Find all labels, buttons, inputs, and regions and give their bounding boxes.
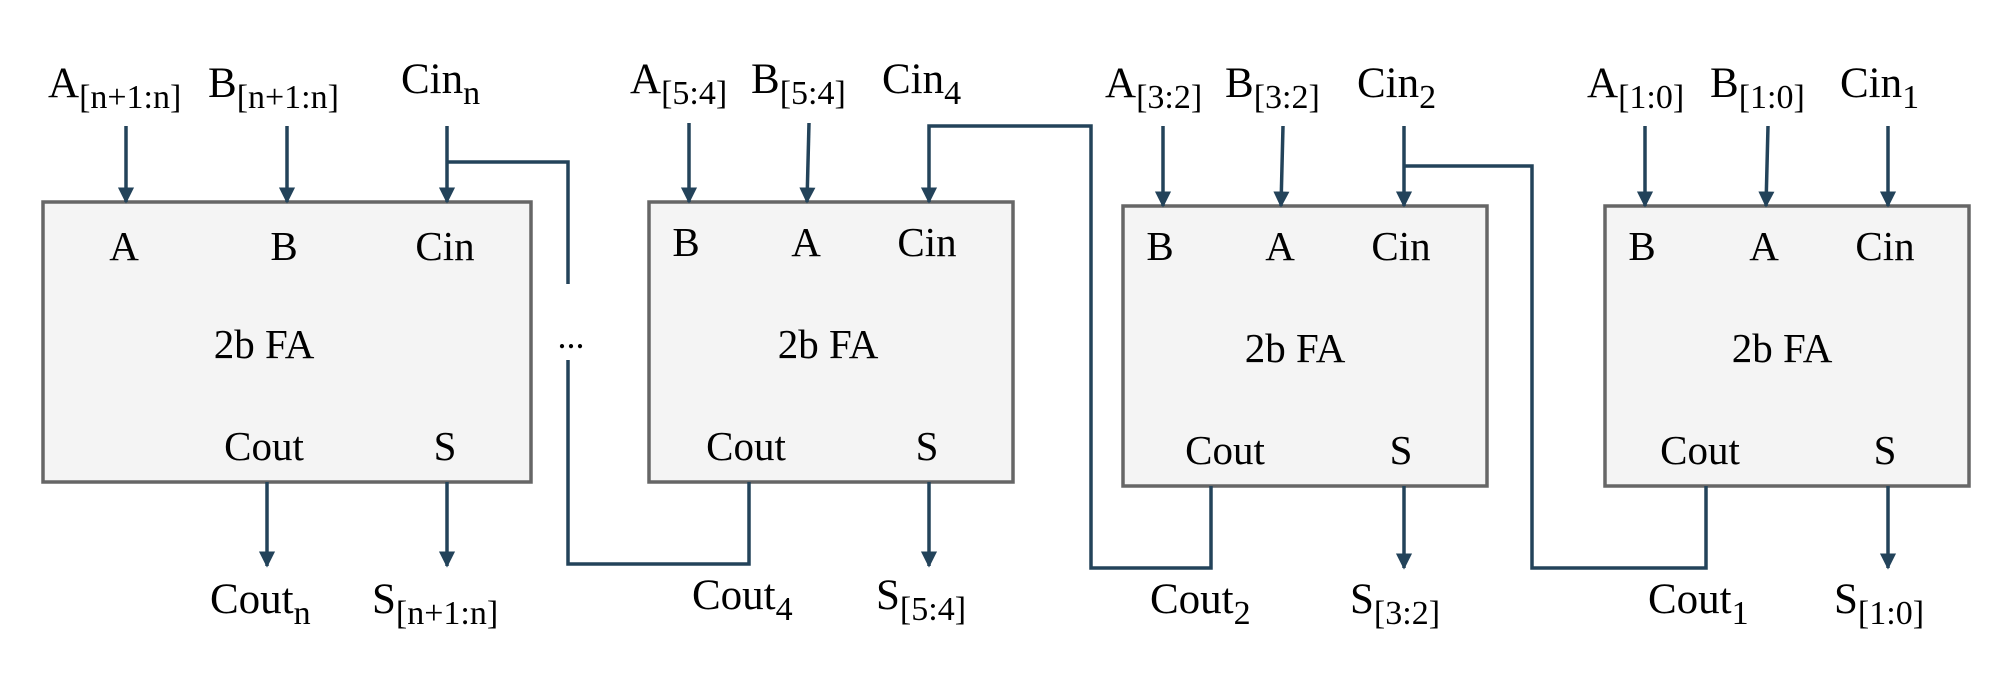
port-label-bottom-1-stage-1: Cout xyxy=(1660,427,1740,473)
port-label-bottom-2-stage-n: S xyxy=(433,423,457,469)
block-title-stage-2: 2b FA xyxy=(1244,325,1346,371)
input-label-b-stage-1: B[1:0] xyxy=(1710,60,1805,116)
carry-wire-cout4-to-cin-n xyxy=(447,160,570,284)
input-arrow-b-stage-1 xyxy=(1758,125,1775,208)
port-label-bottom-1-stage-2: Cout xyxy=(1185,427,1265,473)
port-label-top-2-stage-n: B xyxy=(270,223,298,269)
fa-block-stage-1 xyxy=(1603,204,1971,488)
output-label-cout-stage-n: Coutn xyxy=(210,576,311,632)
block-title-stage-1: 2b FA xyxy=(1731,325,1833,371)
port-label-bottom-1-stage-n: Cout xyxy=(224,423,304,469)
input-label-cin-stage-n: Cinn xyxy=(401,56,481,112)
input-label-b-stage-4: B[5:4] xyxy=(751,56,846,112)
port-label-bottom-2-stage-1: S xyxy=(1873,427,1897,473)
port-label-top-2-stage-1: A xyxy=(1749,223,1779,269)
output-label-s-stage-n: S[n+1:n] xyxy=(372,576,499,632)
output-label-cout-stage-2: Cout2 xyxy=(1150,576,1251,632)
input-arrow-b-stage-2 xyxy=(1273,125,1290,208)
port-label-bottom-2-stage-2: S xyxy=(1389,427,1413,473)
port-label-top-1-stage-1: B xyxy=(1628,223,1656,269)
input-label-cin-stage-2: Cin2 xyxy=(1357,60,1437,116)
port-label-top-2-stage-4: A xyxy=(791,219,821,265)
port-label-top-3-stage-n: Cin xyxy=(415,223,475,269)
output-label-s-stage-1: S[1:0] xyxy=(1834,576,1925,632)
port-label-top-1-stage-2: B xyxy=(1146,223,1174,269)
port-label-top-3-stage-1: Cin xyxy=(1855,223,1915,269)
block-title-stage-4: 2b FA xyxy=(777,321,879,367)
fa-block-stage-2 xyxy=(1121,204,1489,488)
fa-block-stage-4 xyxy=(647,200,1015,484)
input-label-a-stage-4: A[5:4] xyxy=(630,56,728,112)
output-label-s-stage-2: S[3:2] xyxy=(1350,576,1441,632)
carry-wire-cout2-to-cin4 xyxy=(920,124,1213,570)
port-label-top-1-stage-n: A xyxy=(109,223,139,269)
output-label-cout-stage-1: Cout1 xyxy=(1648,576,1749,632)
input-label-cin-stage-4: Cin4 xyxy=(882,56,962,112)
input-label-b-stage-2: B[3:2] xyxy=(1225,60,1320,116)
port-label-top-3-stage-2: Cin xyxy=(1371,223,1431,269)
ellipsis: ... xyxy=(557,316,585,356)
input-label-a-stage-1: A[1:0] xyxy=(1587,60,1685,116)
input-label-a-stage-2: A[3:2] xyxy=(1105,60,1203,116)
port-label-bottom-1-stage-4: Cout xyxy=(706,423,786,469)
input-arrow-b-stage-4 xyxy=(799,122,816,204)
port-label-top-1-stage-4: B xyxy=(672,219,700,265)
output-label-cout-stage-4: Cout4 xyxy=(692,572,793,628)
port-label-top-3-stage-4: Cin xyxy=(897,219,957,265)
block-title-stage-n: 2b FA xyxy=(213,321,315,367)
fa-block-stage-n xyxy=(41,200,533,484)
carry-wire-cout1-to-cin2 xyxy=(1404,164,1708,570)
port-label-bottom-2-stage-4: S xyxy=(915,423,939,469)
input-label-a-stage-n: A[n+1:n] xyxy=(48,60,182,116)
input-label-cin-stage-1: Cin1 xyxy=(1840,60,1920,116)
output-label-s-stage-4: S[5:4] xyxy=(876,572,967,628)
input-label-b-stage-n: B[n+1:n] xyxy=(208,60,339,116)
carry-wire-cout4-to-cin-n-lower xyxy=(566,360,751,566)
port-label-top-2-stage-2: A xyxy=(1265,223,1295,269)
